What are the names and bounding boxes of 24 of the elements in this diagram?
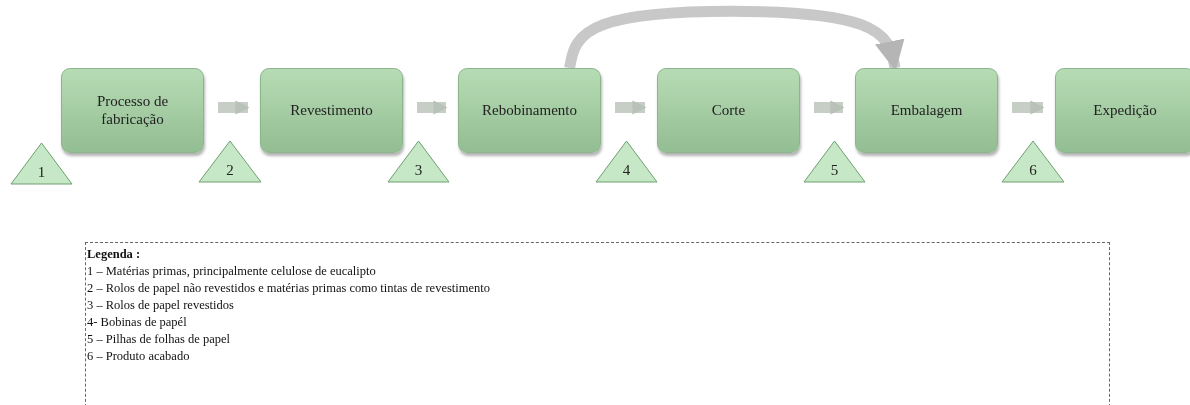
legend-entry: 2 – Rolos de papel não revestidos e matérias primas como tintas de revestimento [87,281,491,296]
step-number: 1 [36,164,47,181]
legend-entry: 3 – Rolos de papel revestidos [87,298,234,313]
process-box: Corte [657,68,800,153]
step-number: 4 [621,162,632,179]
legend-title: Legenda : [87,247,141,262]
arrow [417,100,448,115]
arrow [1012,100,1045,115]
process-box: Rebobinamento [458,68,601,153]
legend-entry: 4- Bobinas de papél [87,315,187,330]
legend-entry: 6 – Produto acabado [87,349,190,364]
step-number: 6 [1028,162,1038,179]
arrow [814,100,845,115]
step-number: 3 [413,162,424,179]
process-box: Embalagem [855,68,998,153]
legend-entry: 5 – Pilhas de folhas de papel [87,332,231,347]
process-box: Revestimento [260,68,403,153]
process-box: Processo de fabricação [61,68,204,153]
arrow [218,100,250,115]
arrow [615,100,647,115]
process-box: Expedição [1055,68,1190,153]
step-number: 5 [829,162,840,179]
legend-entry: 1 – Matérias primas, principalmente celulose de eucalipto [87,264,376,279]
step-number: 2 [225,162,235,179]
